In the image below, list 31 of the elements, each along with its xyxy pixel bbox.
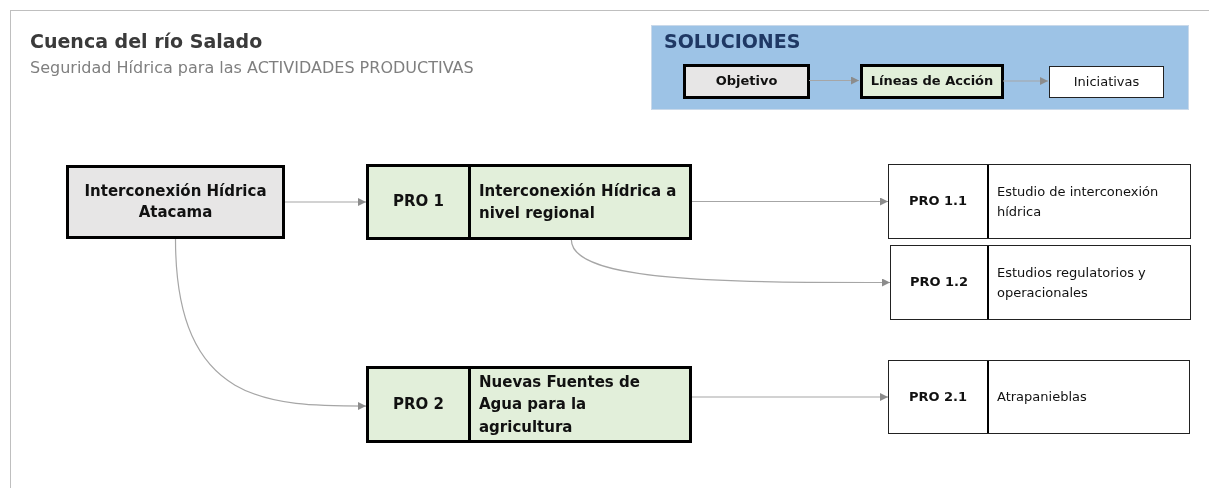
code-label: PRO 1.1 (889, 165, 989, 238)
code-label: PRO 2.1 (889, 361, 989, 433)
code-label: PRO 2 (369, 369, 471, 440)
arrow (174, 238, 367, 410)
node-text: Interconexión Hídrica Atacama (83, 181, 268, 223)
initiative-box (888, 360, 1190, 434)
arrow (691, 197, 889, 206)
node-text: Objetivo (714, 72, 779, 91)
objective-box (66, 165, 285, 239)
objective-box (683, 64, 810, 99)
action-text: Interconexión Hídrica a nivel regional (478, 180, 678, 224)
node-text: Iniciativas (1072, 72, 1141, 91)
arrow (284, 198, 367, 206)
diagram-title: Cuenca del río Salado (30, 30, 263, 52)
action-text: Estudio de interconexión hídrica (996, 183, 1160, 221)
arrow (570, 239, 891, 287)
node-text: Líneas de Acción (869, 72, 995, 91)
code-label: PRO 1.2 (891, 246, 989, 319)
action-text: Atrapanieblas (996, 388, 1088, 407)
action-text: Nuevas Fuentes de Agua para la agricultura (478, 371, 641, 438)
arrow (691, 393, 889, 401)
action-text: Estudios regulatorios y operacionales (996, 264, 1147, 302)
arrow (808, 76, 860, 85)
arrow (1002, 77, 1049, 85)
legend-panel (651, 25, 1189, 110)
initiative-box (888, 164, 1191, 239)
subtitle: Seguridad Hídrica para las ACTIVIDADES PRODUCTIVAS (30, 58, 474, 77)
code-label: PRO 1 (369, 167, 471, 237)
panel-heading: SOLUCIONES (664, 30, 801, 52)
initiative-box (890, 245, 1191, 320)
initiative-box (1049, 66, 1164, 98)
